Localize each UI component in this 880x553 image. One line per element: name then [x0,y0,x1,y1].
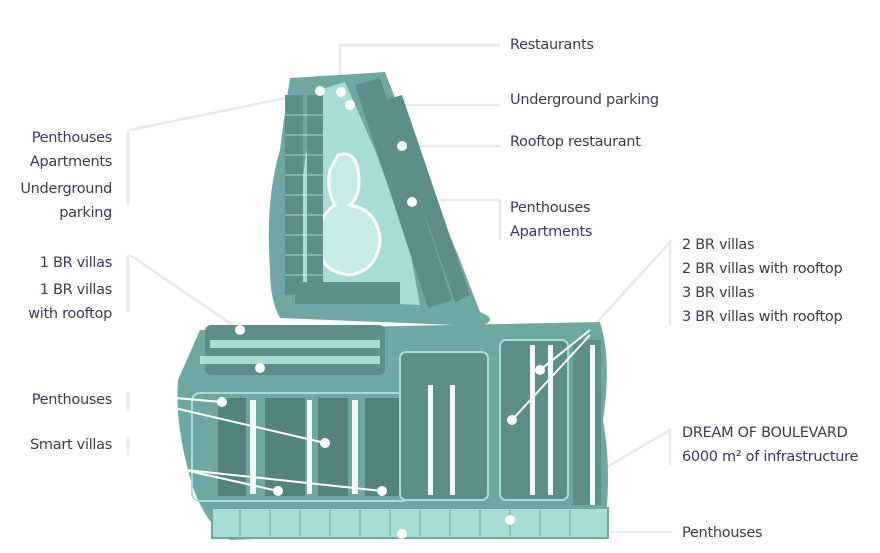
label-group-1br-villas: 1 BR villas 1 BR villas with rooftop [28,251,112,326]
map-pointer-lines [139,329,591,492]
label-parking: parking [59,205,112,221]
label-restaurants: Restaurants [510,37,594,53]
label-penthouses: Penthouses [510,200,591,216]
label-smart-villas: Smart villas [30,433,112,457]
label-apartments: Apartments [29,154,112,170]
label-underground-parking: Underground parking [510,92,659,108]
label-penthouses: Penthouses [31,130,113,146]
label-penthouses-left: Penthouses [31,388,113,412]
villa-block-center [399,351,489,501]
label-group-boulevard: DREAM OF BOULEVARD 6000 m² of infrastruc… [682,421,858,469]
villa-rows-1br [205,325,385,375]
label-3br-villas-rooftop: 3 BR villas with rooftop [682,309,843,325]
pool [316,152,382,277]
label-dream-of-boulevard: DREAM OF BOULEVARD [682,425,848,441]
label-group-villas-right: 2 BR villas 2 BR villas with rooftop 3 B… [682,233,843,329]
tower-unit-dividers [285,114,323,276]
label-1br-villas: 1 BR villas [39,255,113,271]
label-rooftop-restaurant: Rooftop restaurant [510,134,641,150]
label-underground: Underground [20,181,112,197]
label-apartments: Apartments [510,224,593,240]
tower-podium [295,282,400,304]
label-penthouses-bottom: Penthouses [682,525,763,541]
label-1br-villas-rooftop-line2: with rooftop [28,306,112,322]
label-2br-villas-rooftop: 2 BR villas with rooftop [682,261,843,277]
label-group-penthouses-apartments-parking: Penthouses Apartments Underground parkin… [20,126,112,225]
label-1br-villas-rooftop-line1: 1 BR villas [39,282,113,298]
label-group-penthouses-apartments-right: Penthouses Apartments [510,196,592,244]
map-marker-dots [217,86,545,539]
label-text: Penthouses [31,392,113,408]
label-text: Smart villas [30,437,112,453]
label-3br-villas: 3 BR villas [682,285,755,301]
boulevard-strip [211,507,609,539]
label-2br-villas: 2 BR villas [682,237,755,253]
villa-block-edge [573,340,601,505]
label-infrastructure-area: 6000 m² of infrastructure [682,449,859,465]
